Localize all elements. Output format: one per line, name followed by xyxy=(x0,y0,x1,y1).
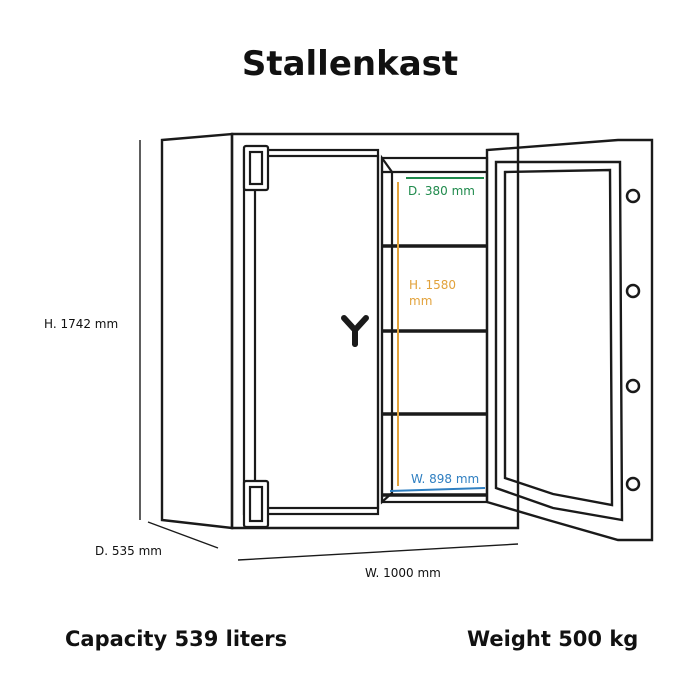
capacity-label: Capacity 539 liters xyxy=(65,627,288,651)
weight-label: Weight 500 kg xyxy=(467,627,639,651)
width-label: W. 1000 mm xyxy=(365,566,441,580)
height-label: H. 1742 mm xyxy=(44,317,119,331)
right-door xyxy=(485,138,654,542)
interior-depth-label: D. 380 mm xyxy=(408,184,475,198)
shelves xyxy=(382,244,487,497)
left-door xyxy=(242,148,380,516)
hinge-icon xyxy=(242,144,270,529)
safe-body xyxy=(160,132,520,530)
bolt-icon xyxy=(625,188,641,492)
interior-width-label: W. 898 mm xyxy=(411,472,480,486)
depth-label: D. 535 mm xyxy=(95,544,162,558)
page-title: Stallenkast xyxy=(241,44,459,84)
interior-width-line xyxy=(389,487,486,492)
interior-height-label: H. 1580 mm xyxy=(409,278,456,308)
dimension-lines xyxy=(139,140,519,561)
handle-icon xyxy=(341,315,369,347)
